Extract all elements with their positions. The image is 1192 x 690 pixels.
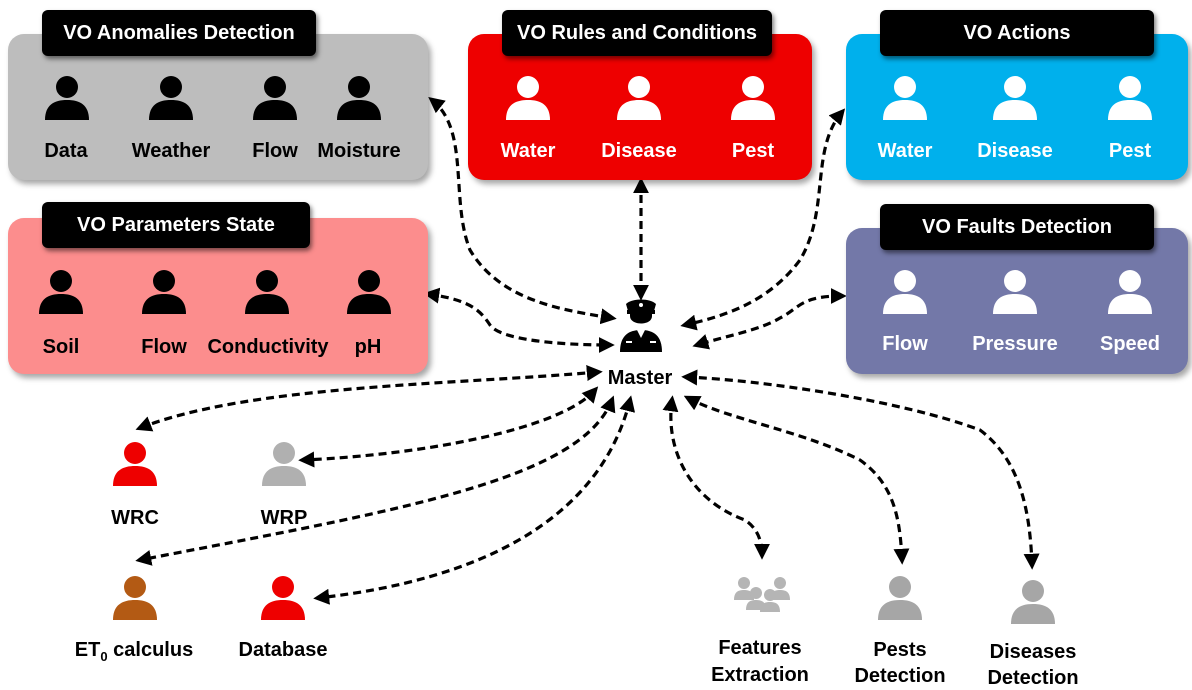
rules-disease-person-icon [616,74,662,120]
arrow-faults [692,288,847,350]
arrow-parameters [423,287,615,353]
diseases-person-icon [1010,578,1056,624]
features-label-line2: Extraction [711,664,809,686]
rules-water-person-icon [505,74,551,120]
wrc-label: WRC [111,507,159,529]
parameters-soil-person-icon [38,268,84,314]
anomalies-data-person-icon [44,74,90,120]
anomalies-data-label: Data [44,140,88,162]
et0-person-icon [112,574,158,620]
arrow-features [662,395,770,560]
diseases-label-line2: Detection [987,667,1079,689]
faults-flow-label: Flow [882,333,928,355]
faults-pressure-label: Pressure [972,333,1058,355]
arrow-diseases [681,369,1040,570]
group-actions-title: VO Actions [880,10,1154,56]
parameters-soil-label: Soil [42,336,80,358]
arrow-actions [680,108,846,331]
arrow-database [313,395,636,605]
arrow-anomalies [428,97,617,325]
faults-pressure-person-icon [992,268,1038,314]
et0-label-rest: calculus [107,639,194,661]
anomalies-weather-label: Weather [131,140,211,162]
group-parameters-title: VO Parameters State [42,202,310,248]
master-label: Master [607,367,673,389]
parameters-conductivity-person-icon [244,268,290,314]
rules-water-label: Water [500,140,556,162]
et0-label-main: ET [74,639,101,661]
parameters-ph-person-icon [346,268,392,314]
rules-disease-label: Disease [601,140,677,162]
diseases-label-line1: Diseases [989,641,1077,663]
arrow-et0 [135,395,616,566]
anomalies-weather-person-icon [148,74,194,120]
faults-speed-person-icon [1107,268,1153,314]
arrow-pests [683,395,910,565]
et0-label: ET0 calculus [75,638,193,669]
anomalies-flow-label: Flow [252,140,298,162]
database-label: Database [238,639,328,661]
wrc-person-icon [112,440,158,486]
actions-water-person-icon [882,74,928,120]
anomalies-moisture-person-icon [336,74,382,120]
police-officer-icon [618,298,664,352]
pests-person-icon [877,574,923,620]
faults-flow-person-icon [882,268,928,314]
arrow-wrc [135,365,603,432]
group-faults-title: VO Faults Detection [880,204,1154,250]
parameters-flow-person-icon [141,268,187,314]
features-label-line1: Features [718,637,802,659]
et0-label-sub: 0 [100,649,108,664]
rules-pest-person-icon [730,74,776,120]
anomalies-moisture-label: Moisture [317,140,401,162]
database-person-icon [260,574,306,620]
parameters-ph-label: pH [354,336,382,358]
actions-pest-person-icon [1107,74,1153,120]
faults-speed-label: Speed [1099,333,1161,355]
wrp-label: WRP [260,507,308,529]
actions-pest-label: Pest [1108,140,1152,162]
parameters-flow-label: Flow [141,336,187,358]
actions-disease-person-icon [992,74,1038,120]
actions-disease-label: Disease [977,140,1053,162]
pests-label-line2: Detection [854,665,946,687]
rules-pest-label: Pest [731,140,775,162]
group-rules-title: VO Rules and Conditions [502,10,772,56]
actions-water-label: Water [877,140,933,162]
pests-label-line1: Pests [873,639,927,661]
group-icon [732,574,792,614]
wrp-person-icon [261,440,307,486]
arrow-wrp [298,386,599,468]
anomalies-flow-person-icon [252,74,298,120]
parameters-conductivity-label: Conductivity [207,336,329,358]
group-anomalies-title: VO Anomalies Detection [42,10,316,56]
